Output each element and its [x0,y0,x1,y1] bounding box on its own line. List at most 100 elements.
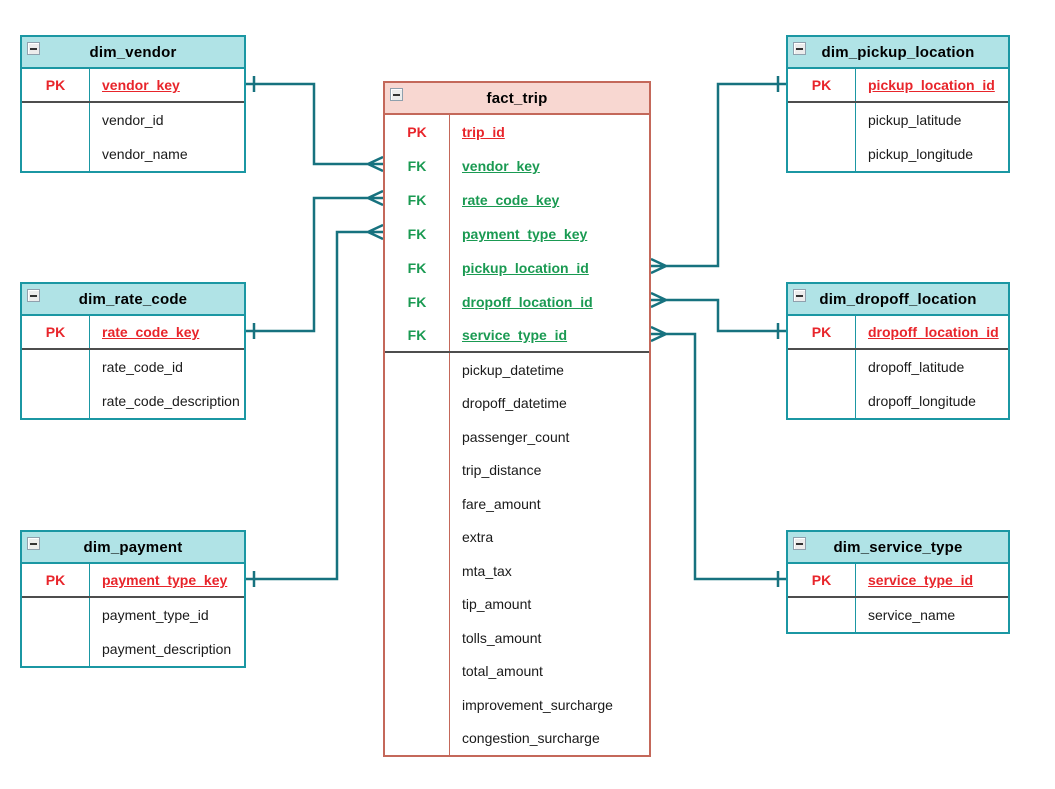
collapse-icon[interactable] [27,42,40,55]
key-tag [22,137,90,171]
entity-title: fact_trip [486,89,548,107]
column-row: mta_tax [385,554,649,588]
relationship-rate-code[interactable] [246,189,384,339]
column-row: FK payment_type_key [385,217,649,251]
column-name: tip_amount [462,596,532,613]
relationship-pickup-location[interactable] [650,76,786,275]
column-row: PK dropoff_location_id [788,316,1008,350]
collapse-icon[interactable] [793,537,806,550]
key-tag: PK [22,69,90,101]
column-name: pickup_datetime [462,361,564,378]
relationship-vendor[interactable] [246,76,384,173]
collapse-icon[interactable] [27,289,40,302]
column-row: dropoff_latitude [788,350,1008,384]
column-row: payment_type_id [22,598,244,632]
key-tag: FK [385,149,450,183]
column-row: tip_amount [385,587,649,621]
column-row: FK rate_code_key [385,183,649,217]
column-name: dropoff_location_id [462,294,593,310]
key-tag [22,350,90,384]
minus-icon [796,294,803,297]
column-row: FK dropoff_location_id [385,285,649,319]
column-row: vendor_name [22,137,244,171]
column-name: payment_description [102,641,232,657]
entity-dim-service-type[interactable]: dim_service_type PK service_type_id serv… [786,530,1010,634]
key-tag [385,721,450,755]
relationship-service-type[interactable] [650,325,786,587]
minus-icon [796,542,803,545]
key-tag: FK [385,217,450,251]
column-row: FK pickup_location_id [385,251,649,285]
key-tag: PK [788,69,856,101]
column-name: payment_type_key [462,226,588,242]
column-name: fare_amount [462,495,541,512]
column-name: congestion_surcharge [462,730,600,747]
key-tag [385,688,450,722]
entity-dim-rate-code[interactable]: dim_rate_code PK rate_code_key rate_code… [20,282,246,420]
relationship-payment[interactable] [246,223,384,587]
column-name: pickup_location_id [462,260,589,276]
column-row: rate_code_id [22,350,244,384]
column-row: fare_amount [385,487,649,521]
key-tag: PK [22,564,90,596]
entity-header: fact_trip [385,83,649,115]
relationship-dropoff-location[interactable] [650,291,786,339]
entity-dim-payment[interactable]: dim_payment PK payment_type_key payment_… [20,530,246,668]
key-tag [385,554,450,588]
column-name: payment_type_key [102,572,228,588]
entity-header: dim_vendor [22,37,244,69]
key-tag [385,487,450,521]
entity-dim-pickup-location[interactable]: dim_pickup_location PK pickup_location_i… [786,35,1010,173]
column-name: extra [462,529,494,546]
column-name: dropoff_datetime [462,395,567,412]
column-row: PK trip_id [385,115,649,149]
entity-header: dim_service_type [788,532,1008,564]
entity-title: dim_vendor [89,43,177,61]
entity-title: dim_service_type [833,538,963,556]
column-row: pickup_datetime [385,353,649,387]
collapse-icon[interactable] [390,88,403,101]
column-name: pickup_longitude [868,146,974,162]
key-tag [22,632,90,666]
collapse-icon[interactable] [793,42,806,55]
key-tag [788,598,856,632]
key-tag [385,420,450,454]
collapse-icon[interactable] [793,289,806,302]
column-name: mta_tax [462,562,512,579]
column-row: trip_distance [385,453,649,487]
column-name: vendor_key [462,158,540,174]
column-name: rate_code_id [102,359,183,375]
entity-dim-vendor[interactable]: dim_vendor PK vendor_key vendor_id vendo… [20,35,246,173]
column-name: vendor_key [102,77,180,93]
column-row: dropoff_datetime [385,386,649,420]
entity-header: dim_rate_code [22,284,244,316]
column-row: passenger_count [385,420,649,454]
column-row: PK service_type_id [788,564,1008,598]
key-tag [22,384,90,418]
key-tag [788,103,856,137]
column-row: improvement_surcharge [385,688,649,722]
key-tag: FK [385,319,450,351]
key-tag [788,384,856,418]
column-name: service_type_id [868,572,974,588]
key-section: PK trip_id FK vendor_key FK rate_code_ke… [385,115,649,353]
entity-title: dim_payment [83,538,183,556]
entity-header: dim_payment [22,532,244,564]
collapse-icon[interactable] [27,537,40,550]
column-row: PK payment_type_key [22,564,244,598]
key-tag [385,386,450,420]
attribute-section: pickup_datetime dropoff_datetime passeng… [385,353,649,755]
minus-icon [393,93,400,96]
column-name: rate_code_key [102,324,200,340]
entity-header: dim_dropoff_location [788,284,1008,316]
column-name: dropoff_location_id [868,324,999,340]
key-tag [22,103,90,137]
column-row: FK vendor_key [385,149,649,183]
entity-dim-dropoff-location[interactable]: dim_dropoff_location PK dropoff_location… [786,282,1010,420]
column-row: congestion_surcharge [385,721,649,755]
key-tag [385,353,450,387]
key-tag [385,453,450,487]
key-tag [385,621,450,655]
entity-fact-trip[interactable]: fact_trip PK trip_id FK vendor_key FK ra… [383,81,651,757]
